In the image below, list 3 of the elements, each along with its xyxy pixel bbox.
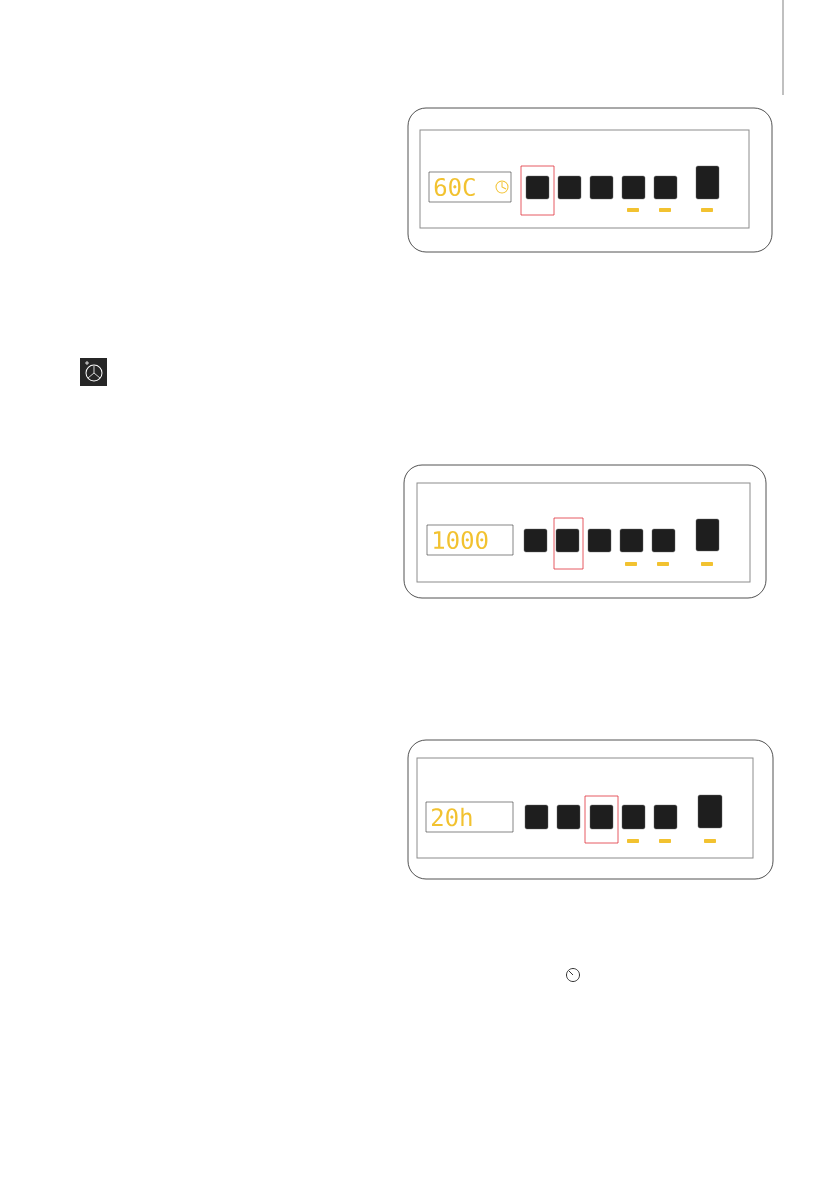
display-readout: 1000 <box>434 530 488 550</box>
display-readout: 60C <box>434 177 475 197</box>
display-readout: 20h <box>432 807 472 827</box>
